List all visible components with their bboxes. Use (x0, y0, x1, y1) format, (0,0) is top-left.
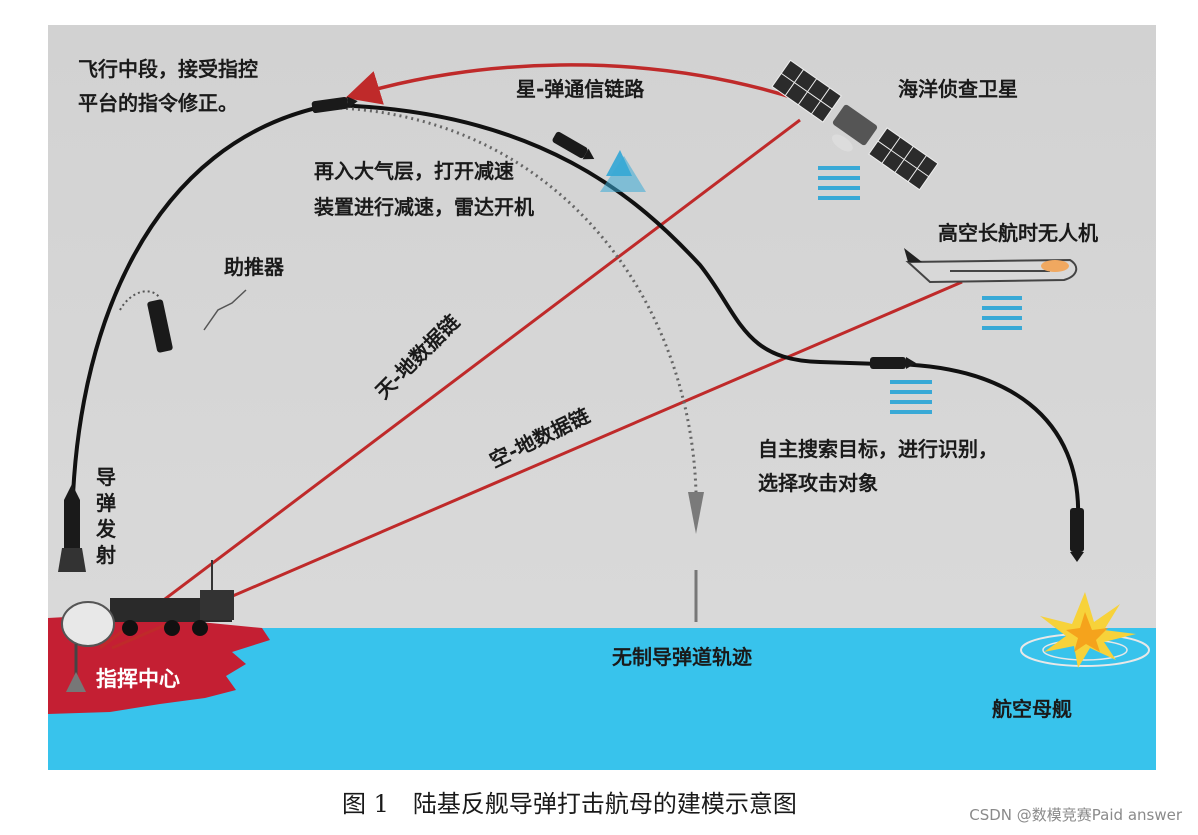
missile-radar-wave-icon (890, 380, 932, 414)
launcher-truck-icon (110, 560, 234, 636)
launch-missile-icon (58, 484, 86, 572)
launch-label-char-3: 发 (95, 517, 117, 541)
missile-search-icon (870, 357, 916, 369)
missile-trajectory (70, 102, 1081, 536)
space-ground-link-line (99, 118, 801, 650)
uav-icon (904, 248, 1078, 284)
explosion-icon (1020, 592, 1150, 668)
search-label-line2: 选择攻击对象 (758, 471, 878, 495)
sat-missile-link-arrow (345, 63, 801, 105)
command-center-label: 指挥中心 (96, 667, 180, 691)
radar-wave-icon (600, 150, 646, 192)
booster-label: 助推器 (224, 255, 285, 279)
sat-link-label: 星-弹通信链路 (516, 77, 645, 101)
ballistic-label: 无制导弹道轨迹 (612, 645, 752, 669)
reentry-label-line2: 装置进行减速，雷达开机 (313, 195, 534, 219)
launch-label-char-4: 射 (95, 543, 116, 567)
launch-label-char-2: 弹 (96, 491, 116, 515)
booster-fall-path (119, 290, 161, 311)
reentry-label-line1: 再入大气层，打开减速 (314, 159, 514, 183)
carrier-label: 航空母舰 (992, 697, 1072, 721)
launch-label-char-1: 导 (96, 465, 116, 489)
missile-icon (311, 96, 358, 114)
missile-terminal-icon (1070, 508, 1084, 562)
midcourse-label-line2: 平台的指令修正。 (78, 91, 238, 115)
satellite-label: 海洋侦查卫星 (898, 77, 1018, 101)
booster-icon (147, 299, 173, 353)
ballistic-trajectory (339, 106, 698, 493)
satellite-radar-wave-icon (818, 166, 860, 200)
missile-reentry-icon (552, 131, 595, 160)
uav-radar-wave-icon (982, 296, 1022, 330)
figure-caption: 图 1 陆基反舰导弹打击航母的建模示意图 (342, 790, 797, 818)
radar-dish-icon (61, 601, 115, 692)
satellite-icon (771, 59, 939, 191)
ballistic-arrowhead (688, 492, 704, 534)
air-ground-link-line (111, 280, 963, 650)
uav-label: 高空长航时无人机 (938, 221, 1098, 245)
midcourse-label-line1: 飞行中段，接受指控 (78, 57, 258, 81)
booster-pointer (203, 289, 247, 331)
search-label-line1: 自主搜索目标，进行识别， (758, 437, 998, 461)
watermark: CSDN @数模竞赛Paid answer (969, 806, 1183, 824)
